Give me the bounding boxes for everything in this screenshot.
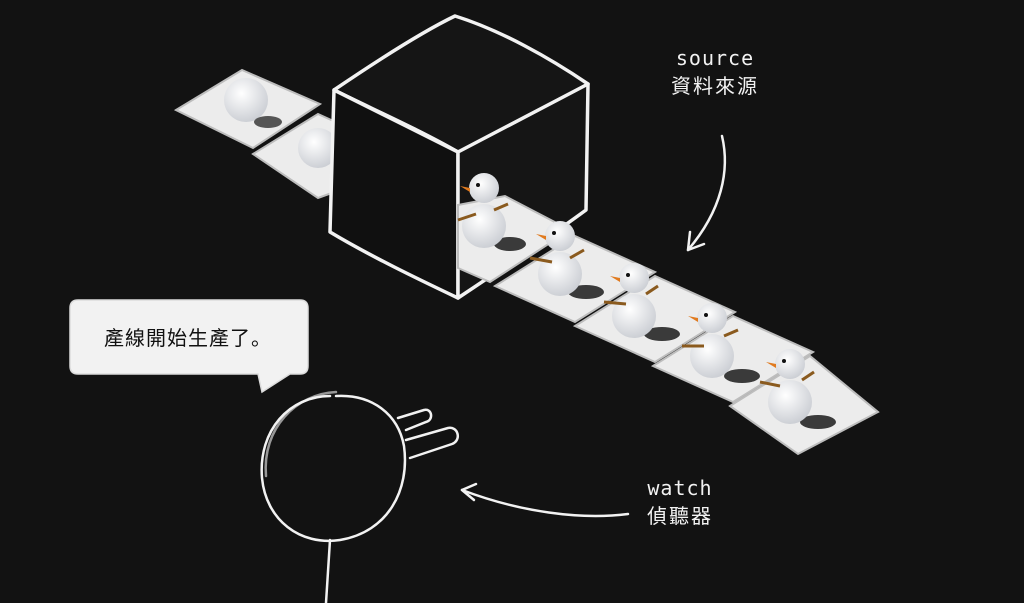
snowmen [457, 173, 836, 429]
watcher-hand [404, 426, 460, 460]
watch-label-en: watch [647, 476, 713, 500]
snowman [603, 263, 680, 341]
watcher-figure [260, 390, 460, 603]
watch-label: watch 偵聽器 [625, 474, 735, 530]
snowman [457, 173, 526, 251]
watcher-hand [396, 408, 433, 432]
snowman [759, 349, 836, 429]
source-label-zh: 資料來源 [671, 74, 759, 98]
source-label: source 資料來源 [655, 44, 775, 100]
snowball-shadow [254, 116, 282, 128]
source-label-en: source [675, 46, 755, 70]
watch-arrow [460, 482, 630, 518]
speech-bubble [69, 299, 309, 394]
watch-label-zh: 偵聽器 [647, 504, 713, 528]
watcher-head [260, 394, 407, 543]
snowman [529, 221, 604, 299]
incoming-trays [173, 68, 341, 200]
speech-bubble-text: 產線開始生產了。 [104, 325, 272, 350]
source-arrow [686, 134, 727, 252]
snowball [298, 128, 338, 168]
snowball [224, 78, 268, 122]
watcher-body [324, 538, 332, 603]
watcher-head [264, 390, 338, 478]
snowman [682, 303, 760, 383]
